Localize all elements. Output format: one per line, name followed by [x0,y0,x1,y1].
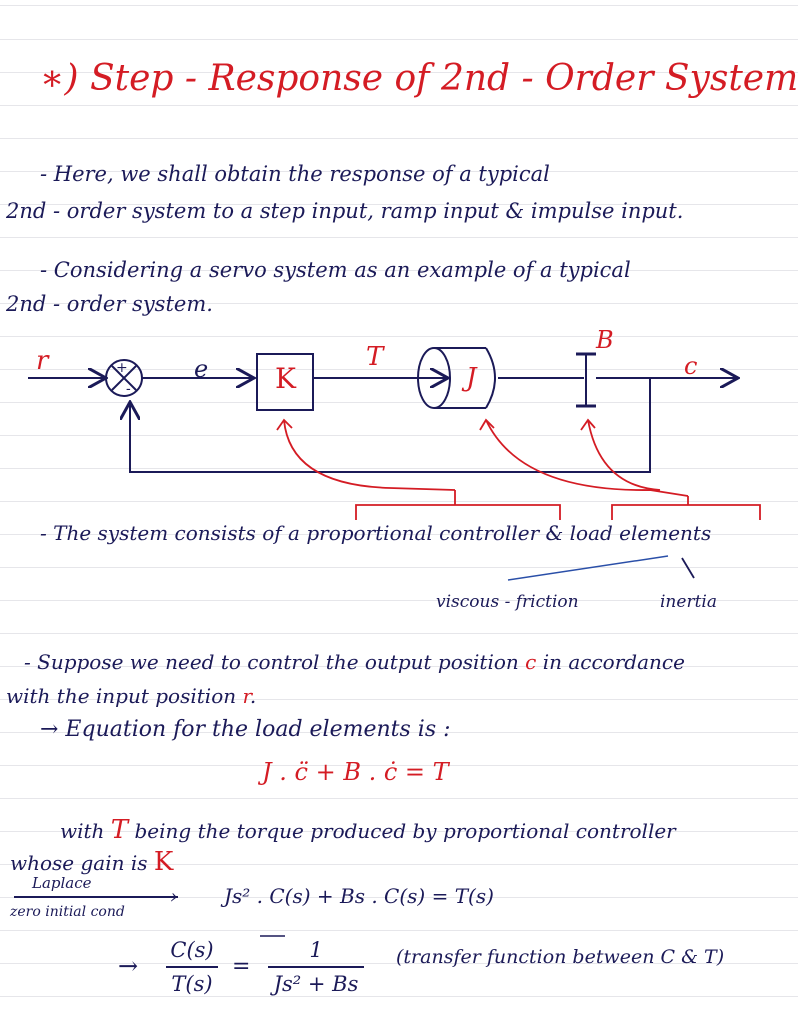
suppose-line-1-a: - Suppose we need to control the output … [24,650,519,674]
suppose-var-c: c [525,650,537,674]
suppose-line-2-b: . [249,684,257,708]
suppose-var-r: r [242,684,250,708]
fraction-lhs-num: C(s) [170,938,214,962]
laplace-arrow [14,896,178,898]
diagram-label-plus: + [116,360,128,376]
load-equation: J . c̈ + B . ċ = T [262,758,449,786]
paragraph-1-line-1: - Here, we shall obtain the response of … [40,162,550,186]
page-title: ∗) Step - Response of 2nd - Order System [40,58,798,99]
damper-element [576,352,596,408]
diagram-label-t: T [366,342,384,372]
transfer-equals: = [232,954,251,979]
diagram-label-b: B [596,326,614,354]
pointer-inertia [681,557,695,579]
gain-block [256,353,314,411]
suppose-line-2-a: with the input position [6,684,237,708]
annotation-arrow-j [485,419,689,497]
fraction-rhs: 1 Js² + Bs [268,938,364,996]
torque-var-k: K [153,847,174,877]
system-consists-text: - The system consists of a proportional … [40,521,712,545]
bracket-controller [355,490,561,520]
fraction-lhs: C(s) T(s) [166,938,218,996]
laplace-condition: zero initial cond [10,904,125,920]
diagram-label-c: c [684,352,698,380]
diagram-label-r: r [36,346,49,376]
fraction-rhs-num: 1 [309,938,323,962]
laplace-equation: Js² . C(s) + Bs . C(s) = T(s) [224,884,494,908]
torque-line-1-b: being the torque produced by proportiona… [134,819,676,843]
servo-block-diagram [28,347,761,937]
fraction-rhs-den: Js² + Bs [273,972,359,996]
label-inertia: inertia [660,592,717,612]
torque-line-2: whose gain is K [10,847,173,877]
torque-var-t: T [110,815,129,845]
laplace-arrow-head: › [170,884,178,908]
annotation-arrow-b [587,419,661,491]
torque-line-2-a: whose gain is [10,851,148,875]
diagram-label-minus: - [126,381,131,397]
label-viscous-friction: viscous - friction [436,592,579,612]
suppose-line-2: with the input position r. [6,684,256,708]
torque-line-1: with T being the torque produced by prop… [60,815,676,845]
equation-intro: → Equation for the load elements is : [40,717,451,742]
paragraph-2-line-1: - Considering a servo system as an examp… [40,258,631,282]
fraction-lhs-den: T(s) [171,972,213,996]
diagram-label-e: e [194,355,209,383]
diagram-label-k: K [275,362,296,395]
suppose-line-1-b: in accordance [542,650,685,674]
implies-arrow: → [118,952,139,980]
diagram-label-j: J [466,363,477,393]
bracket-load [611,496,761,520]
laplace-label: Laplace [32,874,92,892]
paragraph-2-line-2: 2nd - order system. [6,292,213,316]
annotation-arrow-k [283,419,456,491]
transfer-note: (transfer function between C & T) [396,946,725,968]
pointer-viscous [507,555,669,581]
torque-line-1-a: with [60,819,105,843]
paragraph-1-line-2: 2nd - order system to a step input, ramp… [6,199,684,223]
feedback-path [130,378,651,473]
suppose-line-1: - Suppose we need to control the output … [24,650,685,674]
